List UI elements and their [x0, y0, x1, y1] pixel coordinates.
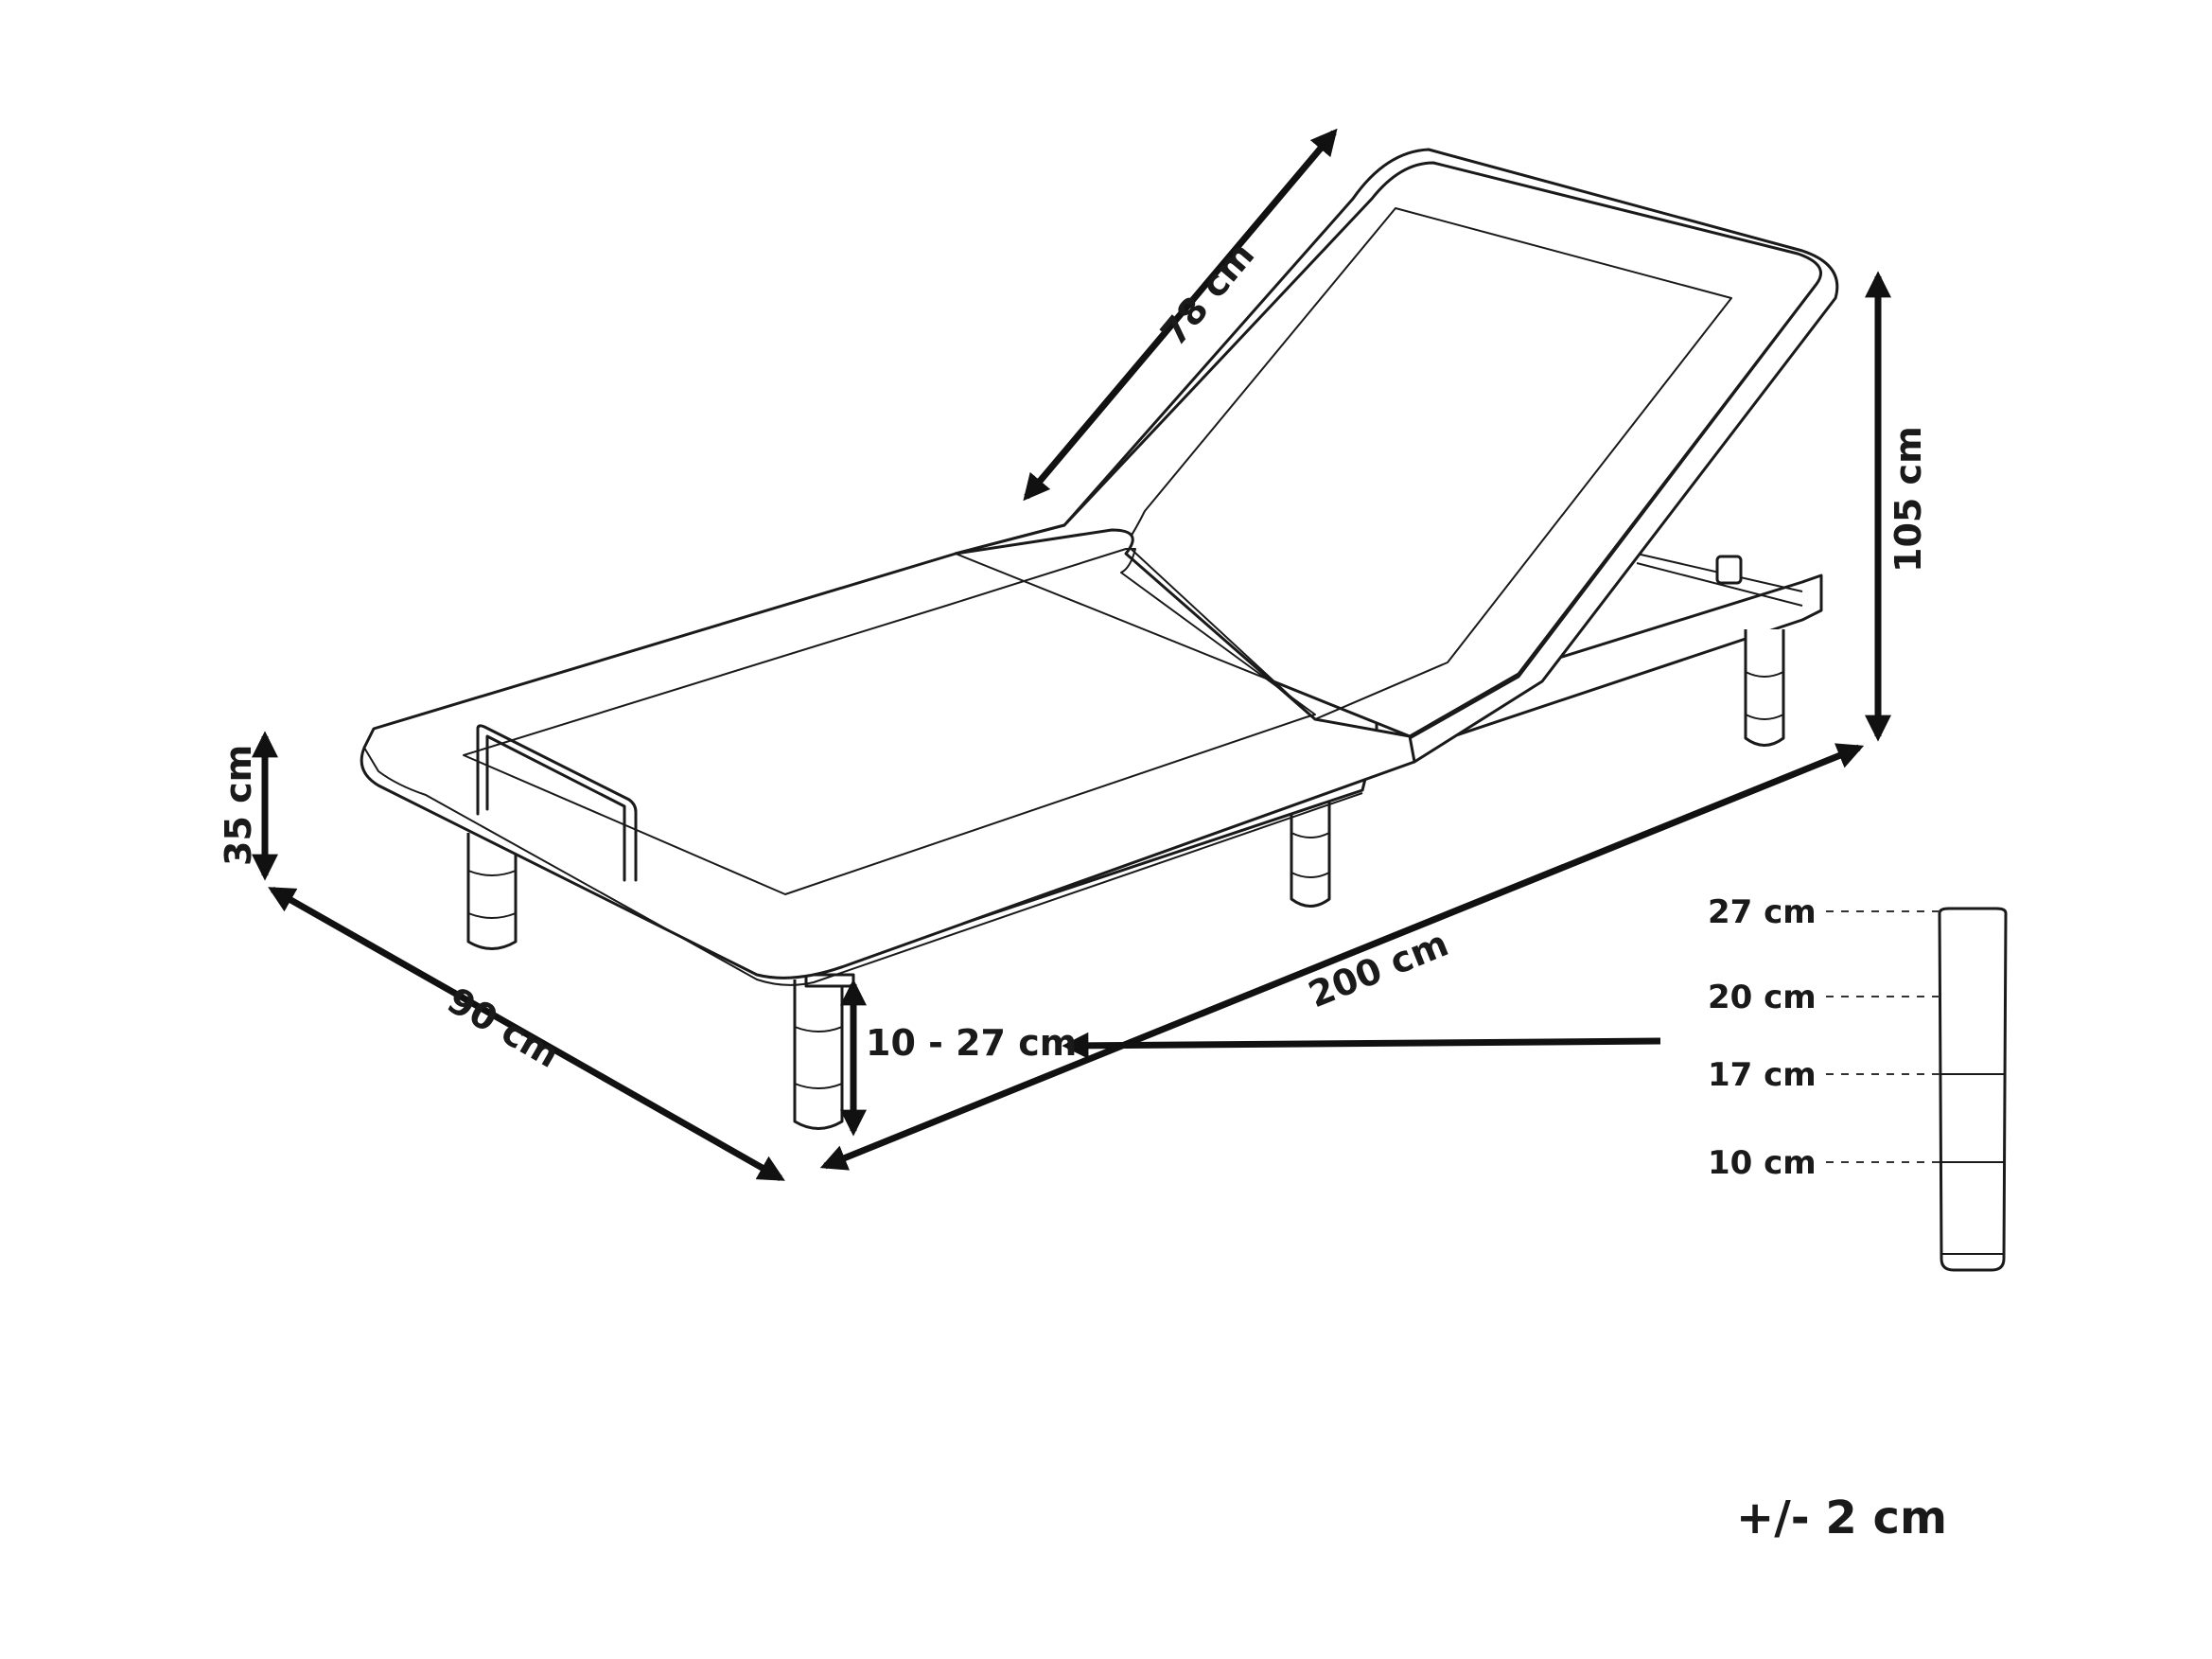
leg-detail-shape: [1938, 907, 2008, 1272]
leg-height-label: 17 cm: [1708, 1056, 1817, 1094]
tolerance-note: +/- 2 cm: [1736, 1491, 1947, 1544]
leg-front-right: [793, 973, 855, 1130]
label-frame-height: 35 cm: [218, 745, 259, 866]
leg-back-right: [1744, 629, 1785, 747]
label-length: 200 cm: [1303, 923, 1454, 1016]
leg-height-label: 27 cm: [1708, 893, 1817, 931]
leg-detail: 27 cm 20 cm 17 cm 10 cm: [1708, 893, 2008, 1272]
side-handle: [476, 724, 638, 882]
leg-height-label: 20 cm: [1708, 979, 1817, 1016]
label-width: 90 cm: [441, 980, 567, 1076]
arrow-backrest-length: [1023, 128, 1338, 502]
arrow-length: [819, 743, 1865, 1171]
label-total-height: 105 cm: [1887, 426, 1929, 573]
leg-height-label: 10 cm: [1708, 1144, 1817, 1182]
arrow-leg-callout: [1062, 1032, 1661, 1059]
arrow-width: [268, 886, 785, 1182]
dimension-arrows: [252, 128, 1891, 1182]
label-leg-range: 10 - 27 cm: [866, 1022, 1077, 1064]
bed-illustration: [360, 148, 1839, 1130]
